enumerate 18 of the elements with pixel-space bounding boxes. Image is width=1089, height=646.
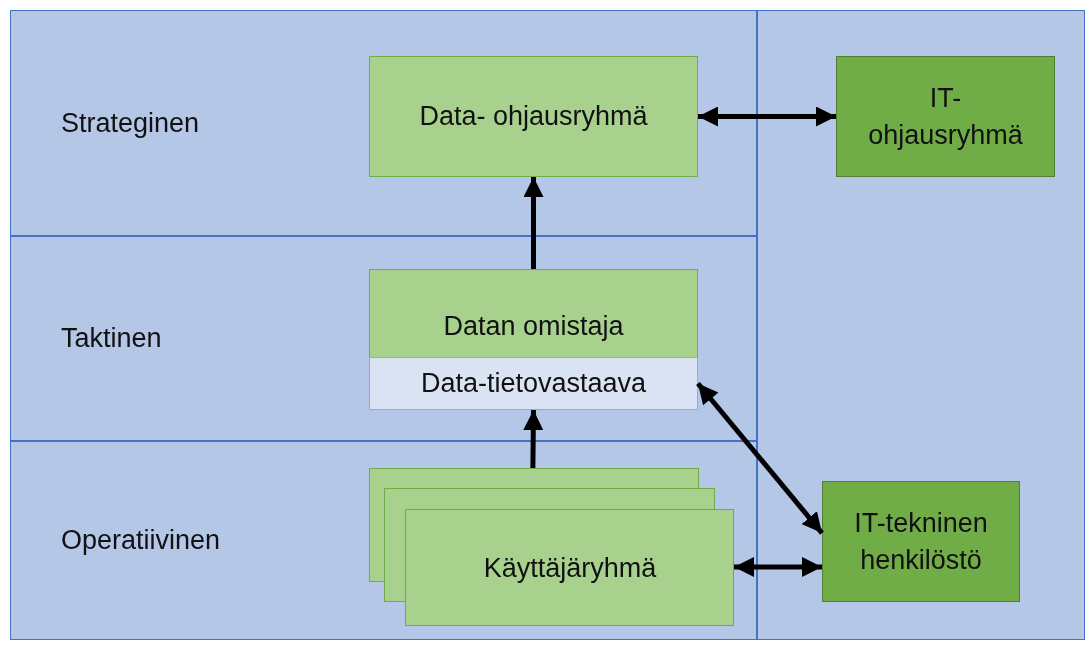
process-box xyxy=(369,269,698,409)
process-box: IT- ohjausryhmä xyxy=(836,56,1055,177)
layer-label: Operatiivinen xyxy=(61,524,221,558)
layer-label: Taktinen xyxy=(61,322,162,356)
box-label: Datan omistaja xyxy=(443,310,624,343)
arrow xyxy=(523,409,544,469)
arrow xyxy=(734,556,822,578)
arrow xyxy=(523,177,544,269)
column-band xyxy=(757,10,1085,640)
arrow xyxy=(696,381,824,535)
layer-band xyxy=(10,441,757,640)
arrow xyxy=(698,106,836,127)
layer-band xyxy=(10,236,757,441)
layer-label: Strateginen xyxy=(61,106,200,140)
process-box: Data- ohjausryhmä xyxy=(369,56,698,177)
layer-band xyxy=(10,10,757,236)
process-box: Data-tietovastaava xyxy=(369,357,698,410)
process-box: IT-tekninen henkilöstö xyxy=(822,481,1020,602)
